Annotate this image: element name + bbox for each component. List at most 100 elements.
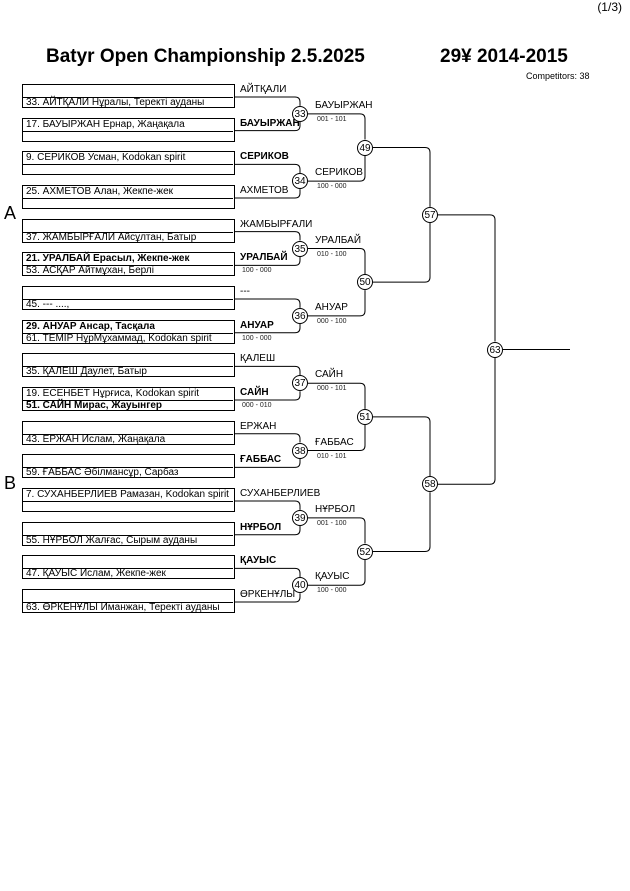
match-number-circle[interactable]: 38 [292,442,308,459]
round2-score: 001 - 101 [317,115,347,123]
round1-winner-label: АНУАР [240,319,274,331]
page-title: Batyr Open Championship 2.5.2025 [46,46,365,67]
competitor-slot[interactable]: 21. УРАЛБАЙ Ерасыл, Жекпе-жек [23,253,233,267]
match-number-circle[interactable]: 33 [292,105,308,122]
bracket-connector [235,593,301,603]
competitor-slot[interactable] [23,131,233,143]
match-number-circle[interactable]: 52 [357,543,373,560]
match-number-circle[interactable]: 35 [292,240,308,257]
competitor-slot[interactable]: 53. АСҚАР Айтмұхан, Берлі [26,265,154,277]
bracket-connector [235,96,301,106]
competitor-slot[interactable]: 45. --- ...., [26,299,70,311]
round2-winner-label: УРАЛБАЙ [315,234,362,246]
round2-score: 000 - 101 [317,385,347,393]
competitor-slot[interactable] [23,523,233,536]
bracket-connector [308,517,366,544]
competitor-slot[interactable] [23,198,233,210]
competitor-slot[interactable]: 37. ЖАМБЫРҒАЛИ Айсұлтан, Батыр [26,231,197,243]
section-a-label: A [4,203,17,223]
bracket-connector [235,121,301,132]
competitor-slot[interactable]: 55. НҰРБОЛ Жалғас, Сырым ауданы [26,534,198,546]
bracket-connector [308,424,366,452]
round2-winner-label: НҰРБОЛ [315,503,356,515]
competitor-slot[interactable]: 25. АХМЕТОВ Алан, Жекпе-жек [23,186,233,199]
round1-winner-label: ЕРЖАН [240,420,277,432]
competitor-slot[interactable] [23,287,233,301]
competitor-slot[interactable]: 9. СЕРИКОВ Усман, Kodokan spirit [23,152,233,166]
competitor-slot[interactable]: 63. ӨРКЕНҰЛЫ Иманжан, Теректі ауданы [26,602,220,614]
bracket-connector [308,113,366,140]
competitor-box: 47. ҚАУЫС Ислам, Жекпе-жек [22,555,235,580]
match-number-circle[interactable]: 49 [357,139,373,156]
bracket-connector [235,298,301,308]
round1-winner-label: УРАЛБАЙ [240,252,288,264]
match-number-circle[interactable]: 34 [292,173,308,190]
bracket-connector [235,525,301,536]
competitor-slot[interactable]: 17. БАУЫРЖАН Ернар, Жаңақала [23,119,233,132]
match-number-circle[interactable]: 50 [357,274,373,291]
competitor-slot[interactable]: 33. АЙТҚАЛИ Нұралы, Теректі ауданы [26,97,205,108]
bracket-connector [308,290,366,317]
round2-winner-label: ҚАУЫС [315,571,350,583]
bracket-connector [373,147,431,207]
final-match-circle[interactable]: 63 [487,341,503,358]
round1-winner-label: --- [240,286,250,298]
match-number-circle[interactable]: 40 [292,577,308,594]
bracket-connector [235,189,301,199]
competitor-slot[interactable] [23,556,233,570]
competitor-box: 59. ҒАББАС Әбілмансұр, Сарбаз [22,454,235,479]
match-number-circle[interactable]: 58 [422,476,438,493]
bracket-connector [235,433,301,443]
bracket-connector [438,214,496,342]
competitor-slot[interactable] [23,501,233,513]
competitor-slot[interactable] [23,220,233,233]
match-number-circle[interactable]: 51 [357,408,373,425]
competitor-slot[interactable]: 61. ТЕМІР НұрМұхаммад, Kodokan spirit [26,332,212,344]
bracket-connector [235,500,301,510]
competitor-slot[interactable] [23,85,233,98]
round1-score: 100 - 000 [242,267,272,275]
round1-score: 000 - 010 [242,402,272,410]
competitor-box: 63. ӨРКЕНҰЛЫ Иманжан, Теректі ауданы [22,589,235,614]
round2-winner-label: ҒАББАС [315,436,354,448]
competitor-slot[interactable]: 35. ҚАЛЕШ Даулет, Батыр [26,366,147,378]
competitor-slot[interactable]: 7. СУХАНБЕРЛИЕВ Рамазан, Kodokan spirit [23,489,233,503]
bracket-connector [235,567,301,578]
competitor-slot[interactable] [23,422,233,435]
round1-winner-label: ҚАУЫС [240,555,277,567]
round2-score: 100 - 000 [317,183,347,191]
competitor-box: 7. СУХАНБЕРЛИЕВ Рамазан, Kodokan spirit [22,488,235,513]
bracket-connector [373,416,431,477]
competitors-count: Competitors: 38 [526,71,590,81]
competitor-slot[interactable] [23,164,233,176]
round2-score: 001 - 100 [317,519,347,527]
round1-winner-label: АХМЕТОВ [240,185,289,196]
match-number-circle[interactable]: 39 [292,509,308,526]
match-number-circle[interactable]: 37 [292,375,308,392]
match-number-circle[interactable]: 36 [292,307,308,324]
competitor-slot[interactable]: 43. ЕРЖАН Ислам, Жаңақала [26,433,166,445]
competitor-box: 45. --- ...., [22,286,235,311]
competitor-slot[interactable]: 51. САЙН Мирас, Жауынгер [26,400,163,412]
competitor-box: 9. СЕРИКОВ Усман, Kodokan spirit [22,151,235,176]
round1-winner-label: СУХАНБЕРЛИЕВ [240,488,321,500]
round2-winner-label: СЕРИКОВ [315,167,363,179]
competitor-slot[interactable]: 47. ҚАУЫС Ислам, Жекпе-жек [26,568,166,580]
competitor-slot[interactable] [23,455,233,469]
bracket-connector [235,365,301,376]
competitor-slot[interactable] [23,590,233,604]
competitor-slot[interactable]: 59. ҒАББАС Әбілмансұр, Сарбаз [26,467,179,479]
competitor-slot[interactable] [23,354,233,368]
page-number: (1/3) [597,0,622,14]
bracket-connector [235,256,301,266]
match-number-circle[interactable]: 57 [422,206,438,223]
competitor-slot[interactable]: 29. АНУАР Ансар, Тасқала [23,321,233,334]
round1-winner-label: ӨРКЕНҰЛЫ [240,589,296,601]
competitor-slot[interactable]: 19. ЕСЕНБЕТ Нұрғиса, Kodokan spirit [23,388,233,402]
round1-score: 100 - 000 [242,334,272,342]
bracket-connector [308,559,366,586]
competitor-box: 33. АЙТҚАЛИ Нұралы, Теректі ауданы [22,84,235,108]
round1-winner-label: ҒАББАС [240,454,282,466]
